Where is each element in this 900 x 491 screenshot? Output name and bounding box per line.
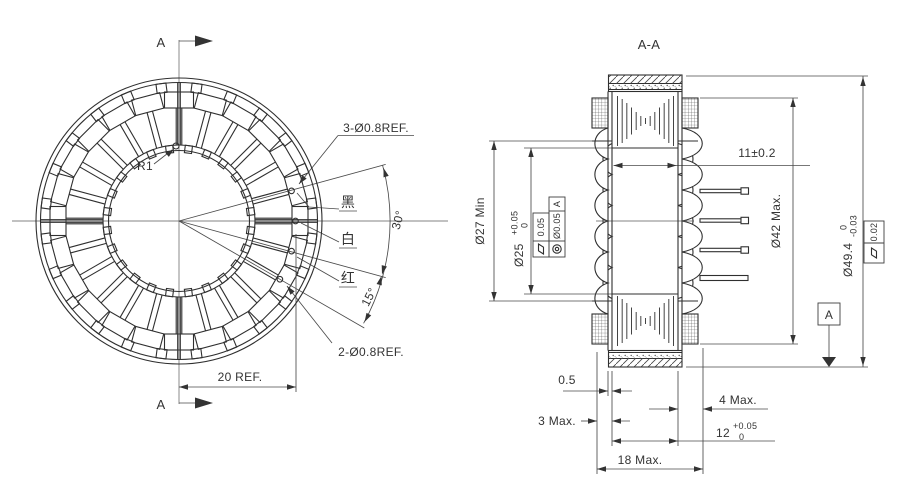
svg-text:+0.05: +0.05 [510,211,520,235]
core-width-dim: 12 [716,426,730,440]
datum-label: A [825,308,833,322]
bottom-holes-label: 2-Ø0.8REF. [338,345,404,359]
overhang-right-dim: 4 Max. [719,393,757,407]
svg-text:A: A [552,201,562,207]
stator-rings [35,77,323,365]
angle-30-label: 30° [389,209,407,231]
fcf-concentricity-value: Ø0.05 [552,213,562,239]
line-work [12,40,868,474]
center-to-hole-dim: 20 REF. [218,370,263,384]
core-width-tol-lower: 0 [739,432,744,442]
flange-gap-dim: 0.5 [558,373,576,387]
od-dim: Ø49.4 0 -0.03 [839,215,859,277]
cut-label-top: A [157,35,166,50]
flatness-symbol [870,246,878,260]
svg-text:0.02: 0.02 [869,223,879,242]
total-width-dim: 18 Max. [618,453,663,467]
fcf-od-value: 0.02 [869,223,879,242]
svg-text:0: 0 [839,225,849,230]
wire-label-white: 白 [341,231,355,247]
generated-arrowheads [165,35,878,472]
svg-text:0: 0 [520,223,530,228]
bore-min-dim: Ø27 Min [473,197,487,244]
inner-width-dim: 11±0.2 [738,146,776,160]
angle-dimension-arc [363,165,391,324]
outer-ring-circle [35,77,323,365]
section-end-plates [607,74,683,368]
wire-label-red: 红 [341,270,355,286]
flatness-symbol [537,242,545,256]
svg-text:15°: 15° [358,285,379,308]
section-title: A-A [638,37,661,52]
wire-label-black: 黑 [341,194,355,210]
svg-text:0.05: 0.05 [536,218,546,237]
datum-feature-box [817,302,841,326]
overhang-left-dim: 3 Max. [538,414,576,428]
winding-od-dim: Ø42 Max. [769,194,783,248]
radius-label: R1 [137,159,153,173]
angle-15-label: 15° [358,285,379,308]
generated-part-geometry [40,82,750,360]
svg-text:Ø42 Max.: Ø42 Max. [769,194,783,248]
svg-text:Ø0.05: Ø0.05 [552,213,562,239]
datum-triangle [822,357,836,367]
svg-text:Ø49.4: Ø49.4 [841,243,855,277]
winding-sections [591,97,699,345]
bore-dim: Ø25 +0.05 0 [510,211,530,267]
outer-ring-inner-circle [39,81,319,361]
bore-inner-circle [107,149,251,293]
fcf-concentricity-datum: A [552,201,562,207]
top-holes-label: 3-Ø0.8REF. [343,121,409,135]
svg-text:Ø27 Min: Ø27 Min [473,197,487,244]
core-width-tol-upper: +0.05 [733,421,757,431]
concentricity-symbol [552,244,562,254]
svg-text:Ø25: Ø25 [512,243,526,267]
r1-notch [172,142,180,150]
feature-control-frames [532,196,885,326]
fcf-flatness-value: 0.05 [536,218,546,237]
cut-label-bottom: A [157,397,166,412]
svg-text:-0.03: -0.03 [849,215,859,237]
svg-text:30°: 30° [389,209,407,231]
